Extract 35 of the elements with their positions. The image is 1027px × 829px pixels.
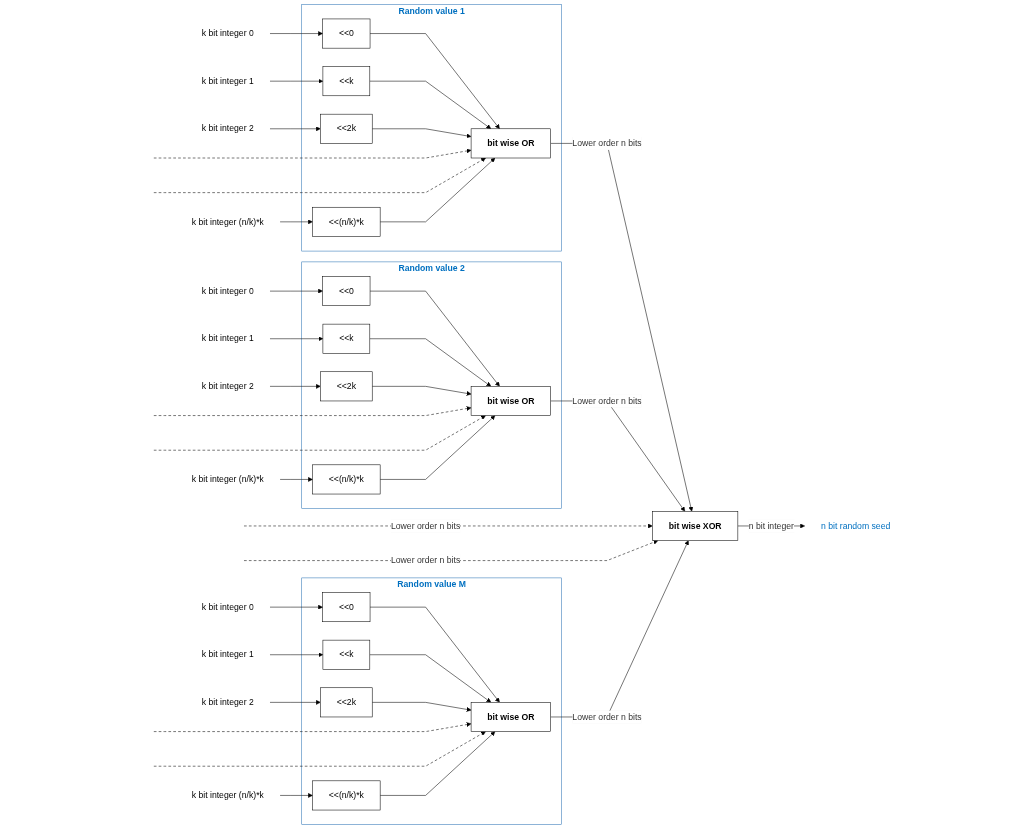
- node-text: k bit integer (n/k)*k: [191, 474, 264, 484]
- edge-label: Lower order n bits: [571, 396, 642, 406]
- node-box: <<(n/k)*k: [311, 780, 380, 811]
- node-text: k bit integer 1: [201, 333, 254, 344]
- edge-label: Lower order n bits: [571, 712, 642, 722]
- node-box: <<2k: [319, 371, 373, 402]
- node-box: <<2k: [319, 687, 373, 718]
- node-box: <<0: [321, 276, 370, 306]
- node-text: k bit integer 1: [201, 76, 254, 86]
- node-box: <<0: [321, 592, 370, 622]
- node-text: k bit integer 1: [201, 649, 254, 660]
- node-box: bit wise OR: [470, 128, 551, 159]
- node-text: k bit integer (n/k)*k: [191, 790, 264, 800]
- node-box: <<k: [322, 323, 370, 354]
- node-text: k bit integer (n/k)*k: [191, 216, 264, 227]
- edge-label: Lower order n bits: [390, 555, 460, 565]
- node-box: <<k: [322, 66, 370, 97]
- node-text: k bit integer 2: [201, 381, 254, 391]
- node-text: k bit integer 0: [201, 602, 254, 612]
- node-box: <<k: [322, 639, 370, 670]
- node-box: <<2k: [319, 113, 373, 144]
- edge-label: n bit integer: [748, 521, 794, 531]
- node-text: n bit random seed: [820, 521, 890, 531]
- node-text: k bit integer 0: [201, 28, 254, 38]
- node-text: k bit integer 2: [201, 123, 254, 134]
- node-box: bit wise XOR: [651, 511, 738, 541]
- node-box: <<(n/k)*k: [311, 207, 380, 237]
- node-box: bit wise OR: [470, 386, 551, 416]
- node-text: k bit integer 2: [201, 697, 254, 707]
- edge-label: Lower order n bits: [390, 521, 460, 531]
- node-box: bit wise OR: [470, 702, 551, 732]
- node-box: <<(n/k)*k: [311, 464, 380, 495]
- edge-label: Lower order n bits: [571, 138, 642, 148]
- node-box: <<0: [321, 18, 370, 49]
- node-text: k bit integer 0: [201, 286, 254, 296]
